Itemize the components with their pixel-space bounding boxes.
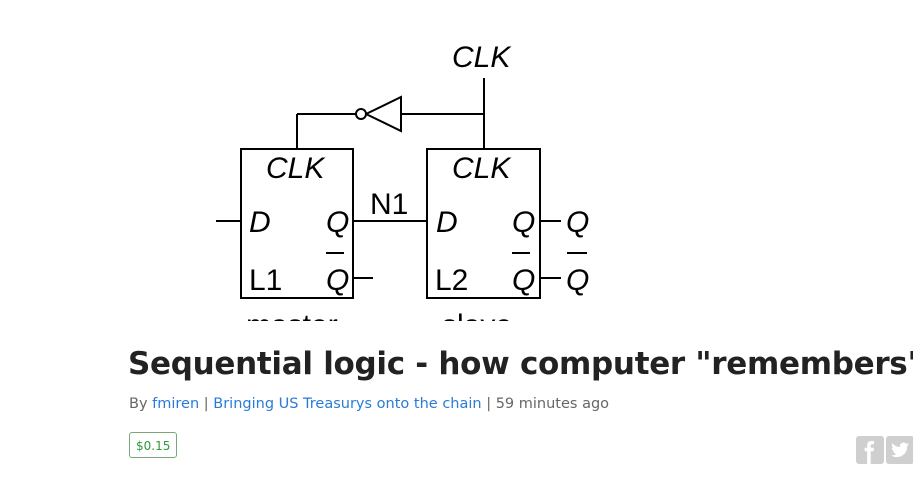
master-caption: master [246, 309, 338, 321]
clk-label-top: CLK [452, 41, 512, 74]
byline-separator: | [203, 396, 209, 412]
n1-label: N1 [370, 188, 408, 221]
qbar2-label: Q [512, 264, 535, 297]
twitter-share-button[interactable] [886, 436, 913, 464]
slave-caption: slave [442, 309, 512, 321]
payout-badge[interactable]: $0.15 [129, 432, 178, 458]
d2-label: D [436, 206, 458, 239]
author-link[interactable]: fmiren [152, 396, 200, 412]
post-byline: By fmiren | Bringing US Treasurys onto t… [129, 396, 609, 412]
facebook-icon [864, 441, 874, 464]
clk-label-latch2: CLK [452, 152, 512, 185]
post-hero-image[interactable]: CLK CLK CLK D Q Q L1 N1 D Q Q L2 Q Q mas… [216, 22, 749, 321]
community-link[interactable]: Bringing US Treasurys onto the chain [213, 396, 482, 412]
output-q-label: Q [566, 206, 589, 239]
post-title[interactable]: Sequential logic - how computer "remembe… [128, 346, 913, 382]
d1-label: D [249, 206, 271, 239]
output-qbar-label: Q [566, 264, 589, 297]
l1-label: L1 [249, 264, 282, 297]
l2-label: L2 [435, 264, 468, 297]
facebook-share-button[interactable] [856, 436, 884, 464]
byline-separator: | [486, 396, 492, 412]
qbar1-label: Q [326, 264, 349, 297]
byline-prefix: By [129, 396, 148, 412]
q1-label: Q [326, 206, 349, 239]
q2-label: Q [512, 206, 535, 239]
twitter-icon [891, 442, 909, 458]
clk-label-latch1: CLK [266, 152, 326, 185]
flip-flop-diagram: CLK CLK CLK D Q Q L1 N1 D Q Q L2 Q Q mas… [216, 41, 589, 321]
post-time: 59 minutes ago [495, 396, 610, 412]
